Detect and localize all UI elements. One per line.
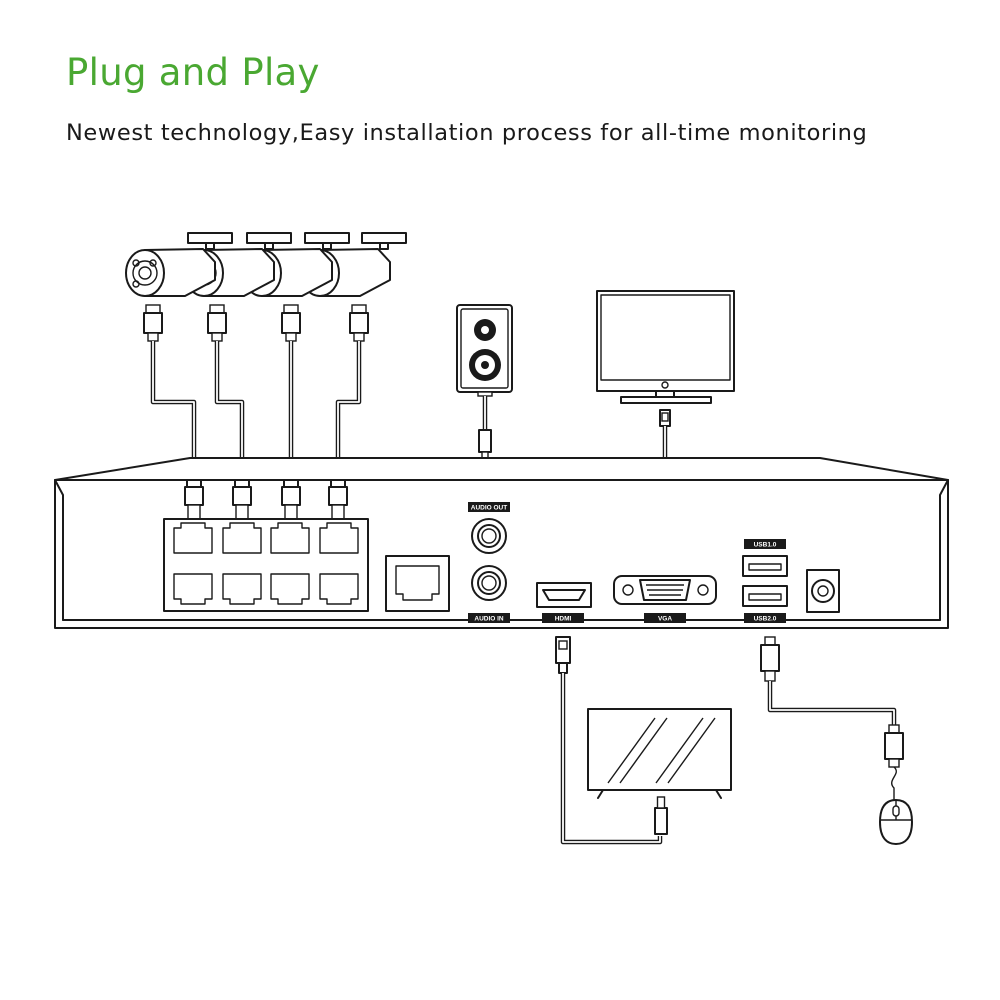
hdmi-tv (587, 708, 732, 799)
speaker (456, 304, 513, 477)
vga-port: VGA (613, 575, 717, 623)
audio-in-label: AUDIO IN (474, 616, 504, 623)
usb1-label: USB1.0 (754, 542, 777, 549)
camera-plugs (143, 304, 369, 342)
power-socket (806, 569, 840, 613)
hdmi-label: HDMI (555, 616, 572, 623)
vga-label: VGA (658, 616, 672, 623)
usb-mouse-cable (760, 636, 904, 800)
usb-ports: USB1.0 USB2.0 (742, 539, 788, 623)
lan-port (385, 555, 450, 612)
poe-plugs (184, 479, 348, 520)
usb2-label: USB2.0 (754, 616, 777, 623)
mouse (879, 799, 913, 845)
camera-cables (150, 341, 362, 480)
poe-ports (163, 518, 369, 612)
camera-1 (125, 232, 233, 297)
vga-monitor (596, 290, 735, 577)
hdmi-port: HDMI (536, 582, 592, 623)
audio-in-jack: AUDIO IN (468, 565, 510, 623)
page-subtitle: Newest technology,Easy installation proc… (66, 120, 868, 146)
audio-out-jack: AUDIO OUT (468, 502, 510, 554)
page-title: Plug and Play (66, 51, 320, 94)
hdmi-cable (555, 636, 668, 845)
audio-out-label: AUDIO OUT (471, 505, 508, 512)
